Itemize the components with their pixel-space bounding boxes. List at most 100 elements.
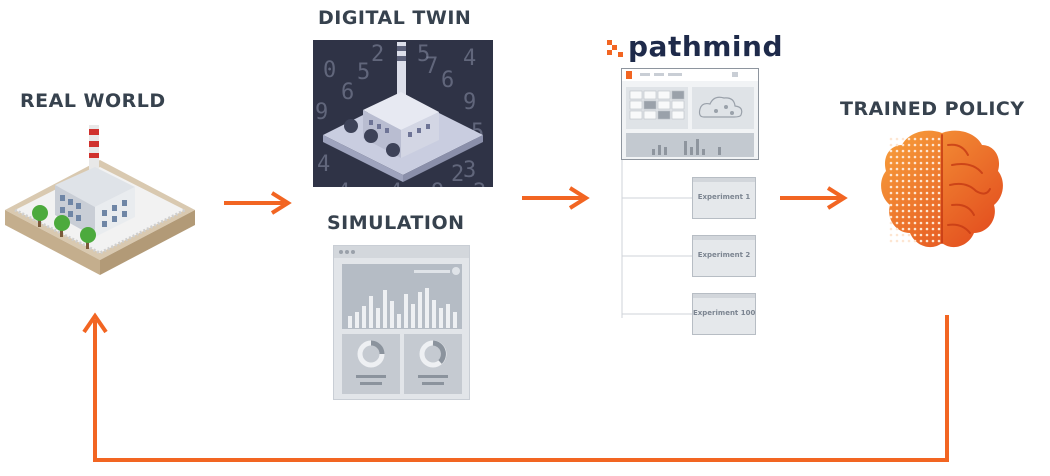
brain-dot [889, 239, 893, 243]
brain-dot [907, 137, 911, 141]
brain-dot [937, 185, 941, 189]
brain-dot [907, 149, 911, 153]
experiment-card-100: Experiment 100 [692, 293, 756, 335]
brain-dot [937, 197, 941, 201]
brain-dot [889, 143, 893, 147]
brain-dot [919, 155, 923, 159]
brain-dot [913, 185, 917, 189]
brain-dot [925, 227, 929, 231]
real-world-heading: REAL WORLD [20, 90, 166, 112]
brain-dot [895, 173, 899, 177]
brain-dot [901, 209, 905, 213]
brain-dot [889, 167, 893, 171]
brain-dot [889, 185, 893, 189]
brain-dot [919, 137, 923, 141]
brain-dot [937, 161, 941, 165]
brain-dot [901, 203, 905, 207]
brain-dot [907, 143, 911, 147]
experiment-label: Experiment 1 [697, 193, 751, 201]
brain-dot [901, 137, 905, 141]
brain-dot [907, 155, 911, 159]
brain-dot [931, 191, 935, 195]
brain-dot [907, 197, 911, 201]
brain-dot [913, 143, 917, 147]
brain-dot [937, 221, 941, 225]
brain-dot [913, 203, 917, 207]
brain-dot [937, 155, 941, 159]
twin-digit: 6 [441, 68, 455, 93]
brain-dot [925, 173, 929, 177]
pathmind-app-window [621, 68, 759, 160]
brain-dot [913, 155, 917, 159]
brain-dot [889, 173, 893, 177]
brain-dot [913, 167, 917, 171]
brain-dot [913, 209, 917, 213]
brain-dot [931, 167, 935, 171]
brain-dot [895, 239, 899, 243]
brain-dot [907, 215, 911, 219]
brain-dot [919, 191, 923, 195]
brain-dot [901, 179, 905, 183]
brain-dot [889, 161, 893, 165]
brain-dot [919, 203, 923, 207]
brain-dot [901, 227, 905, 231]
brain-dot [913, 173, 917, 177]
brain-dot [895, 197, 899, 201]
brain-dot [895, 161, 899, 165]
brain-dot [931, 197, 935, 201]
brain-dot [895, 185, 899, 189]
arrow-right-icon [780, 186, 848, 210]
brain-dot [925, 137, 929, 141]
brain-dot [919, 233, 923, 237]
brain-dot [937, 203, 941, 207]
brain-dot [907, 233, 911, 237]
brain-dot [925, 185, 929, 189]
brain-dot [937, 215, 941, 219]
twin-digit: 4 [337, 180, 350, 187]
brain-dot [889, 197, 893, 201]
brain-dot [919, 161, 923, 165]
brain-dot [937, 239, 941, 243]
brain-dot [925, 155, 929, 159]
brain-dot [889, 209, 893, 213]
brain-dot [931, 215, 935, 219]
brain-dot [937, 173, 941, 177]
pathmind-wordmark: pathmind [628, 30, 784, 63]
brain-dot [895, 137, 899, 141]
brain-dot [901, 173, 905, 177]
twin-digit: 9 [315, 100, 329, 125]
pathmind-logo-icon [607, 40, 623, 57]
brain-dot [919, 149, 923, 153]
twin-digit: 7 [425, 54, 439, 79]
brain-dot [925, 191, 929, 195]
brain-dot [907, 167, 911, 171]
twin-digit: 6 [341, 80, 355, 105]
experiment-label: Experiment 100 [693, 309, 756, 317]
brain-dot [931, 185, 935, 189]
brain-dot [895, 221, 899, 225]
brain-dot [907, 239, 911, 243]
brain-dot [901, 155, 905, 159]
brain-dot [919, 173, 923, 177]
card-header-bar [693, 178, 755, 182]
brain-dot [913, 137, 917, 141]
twin-digit: 2 [371, 42, 385, 67]
brain-dot [913, 179, 917, 183]
brain-dot [919, 209, 923, 213]
twin-digit: 4 [463, 46, 477, 71]
brain-dot [901, 167, 905, 171]
brain-dot [895, 209, 899, 213]
brain-dot [925, 149, 929, 153]
brain-dot [895, 149, 899, 153]
twin-digit: 2 [451, 162, 465, 187]
brain-dot [931, 233, 935, 237]
brain-dot [931, 203, 935, 207]
brain-dot [937, 191, 941, 195]
brain-dot [901, 185, 905, 189]
brain-dot [937, 149, 941, 153]
brain-dot [925, 203, 929, 207]
brain-dot [913, 191, 917, 195]
digital-twin-heading: DIGITAL TWIN [318, 7, 472, 29]
brain-dot [901, 239, 905, 243]
brain-dot [889, 137, 893, 141]
